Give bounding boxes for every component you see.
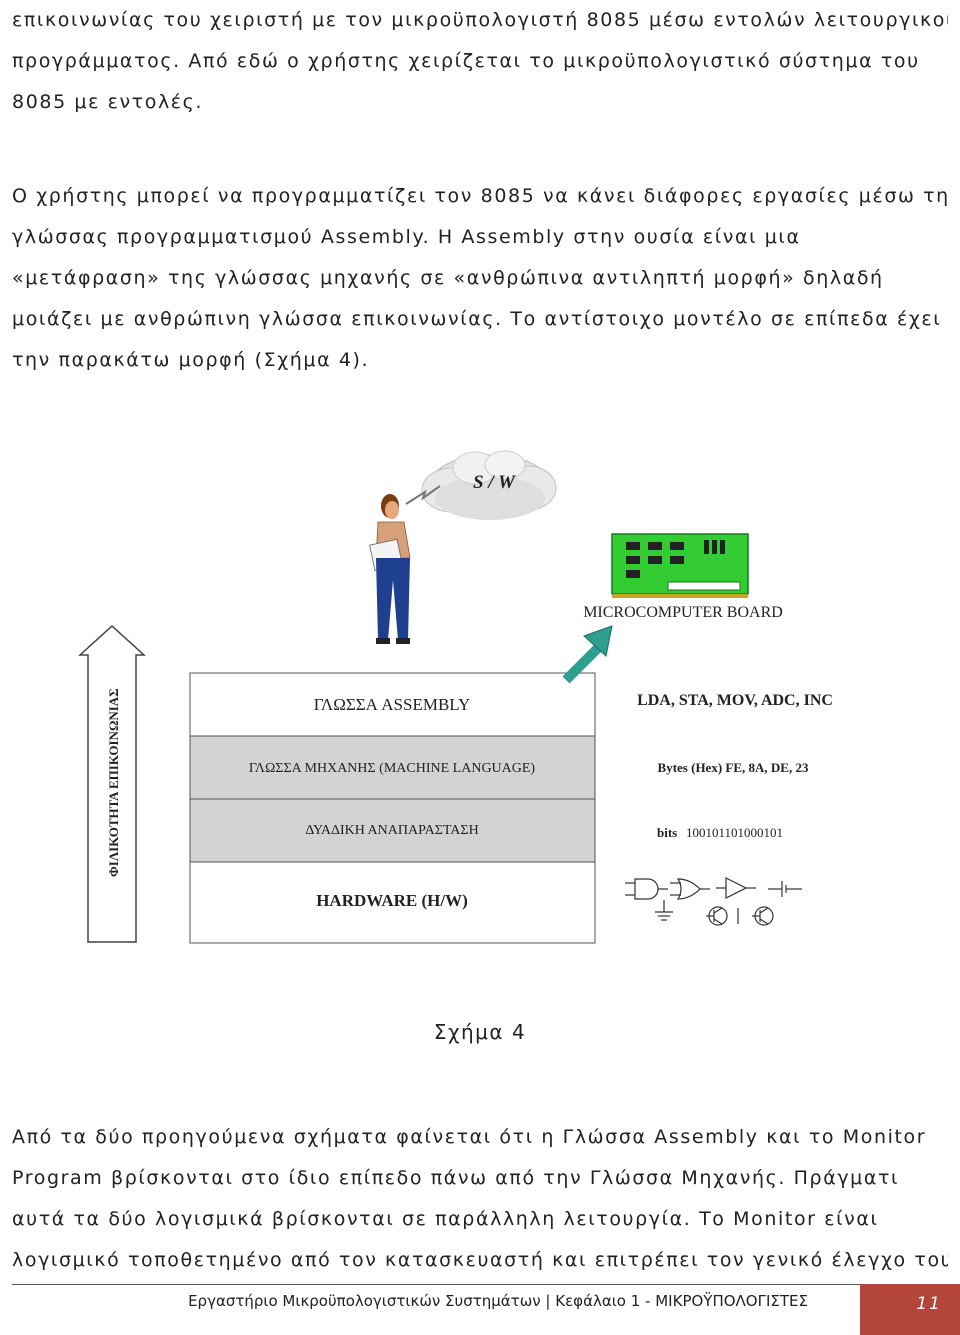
text-line: προγράμματος. Από εδώ ο χρήστης χειρίζετ…: [12, 50, 920, 72]
text-line: λογισμικό τοποθετημένο από τον κατασκευα…: [12, 1249, 948, 1271]
bits-label: bits: [657, 825, 677, 840]
signal-bolt-icon: [405, 485, 441, 505]
board-pointer-arrow-icon: [562, 625, 613, 684]
text-line: «μετάφραση» της γλώσσας μηχανής σε «ανθρ…: [12, 267, 884, 289]
person-icon: [369, 494, 411, 644]
board-label: MICROCOMPUTER BOARD: [583, 604, 783, 621]
paragraph-assembly: Ο χρήστης μπορεί να προγραμματίζει τον 8…: [12, 176, 948, 381]
footer-divider: [12, 1284, 860, 1285]
text-line: αυτά τα δύο λογισμικά βρίσκονται σε παρά…: [12, 1208, 879, 1230]
layer-binary: [189, 798, 596, 863]
paragraph-monitor: Από τα δύο προηγούμενα σχήματα φαίνεται …: [12, 1117, 948, 1281]
text-line: γλώσσας προγραμματισμού Assembly. Η Asse…: [12, 226, 801, 248]
arrow-label: ΦΙΛΙΚΟΤΗΤΑ ΕΠΙΚΟΙΝΩΝΙΑΣ: [106, 688, 121, 877]
microcomputer-board-icon: [611, 533, 749, 598]
paragraph-intro: επικοινωνίας του χειριστή με τον μικροϋπ…: [12, 0, 948, 123]
bits-example: 100101101000101: [686, 825, 783, 840]
bytes-example: Bytes (Hex) FE, 8A, DE, 23: [658, 760, 809, 775]
page-number: 11: [916, 1294, 942, 1314]
text-line: Ο χρήστης μπορεί να προγραμματίζει τον 8…: [12, 185, 948, 207]
layer-label: HARDWARE (H/W): [316, 891, 468, 910]
footer-text: Εργαστήριο Μικροϋπολογιστικών Συστημάτων…: [188, 1292, 808, 1310]
text-line: Program βρίσκονται στο ίδιο επίπεδο πάνω…: [12, 1167, 900, 1189]
layer-label: ΓΛΩΣΣΑ ΜΗΧΑΝΗΣ (MACHINE LANGUAGE): [249, 761, 536, 776]
text-line: επικοινωνίας του χειριστή με τον μικροϋπ…: [12, 9, 948, 31]
cloud-icon: [421, 450, 557, 520]
logic-gates-icon: [625, 877, 802, 926]
figure-layers-diagram: S / W MICROCO: [0, 430, 960, 990]
layer-assembly: [189, 672, 596, 737]
text-line: 8085 με εντολές.: [12, 91, 204, 113]
text-line: την παρακάτω μορφή (Σχήμα 4).: [12, 349, 370, 371]
layer-label: ΓΛΩΣΣΑ ASSEMBLY: [314, 695, 471, 714]
layer-label: ΔΥΑΔΙΚΗ ΑΝΑΠΑΡΑΣΤΑΣΗ: [305, 823, 478, 838]
communication-arrow-icon: [78, 624, 146, 943]
assembly-example: LDA, STA, MOV, ADC, INC: [637, 692, 833, 709]
layer-hardware: [189, 861, 596, 944]
text-line: Από τα δύο προηγούμενα σχήματα φαίνεται …: [12, 1126, 927, 1148]
diagram-canvas: S / W MICROCO: [78, 450, 833, 944]
figure-caption: Σχήμα 4: [433, 1020, 527, 1044]
page-number-box: 11: [860, 1284, 960, 1335]
text-line: μοιάζει με ανθρώπινη γλώσσα επικοινωνίας…: [12, 308, 942, 330]
cloud-label: S / W: [473, 472, 516, 493]
